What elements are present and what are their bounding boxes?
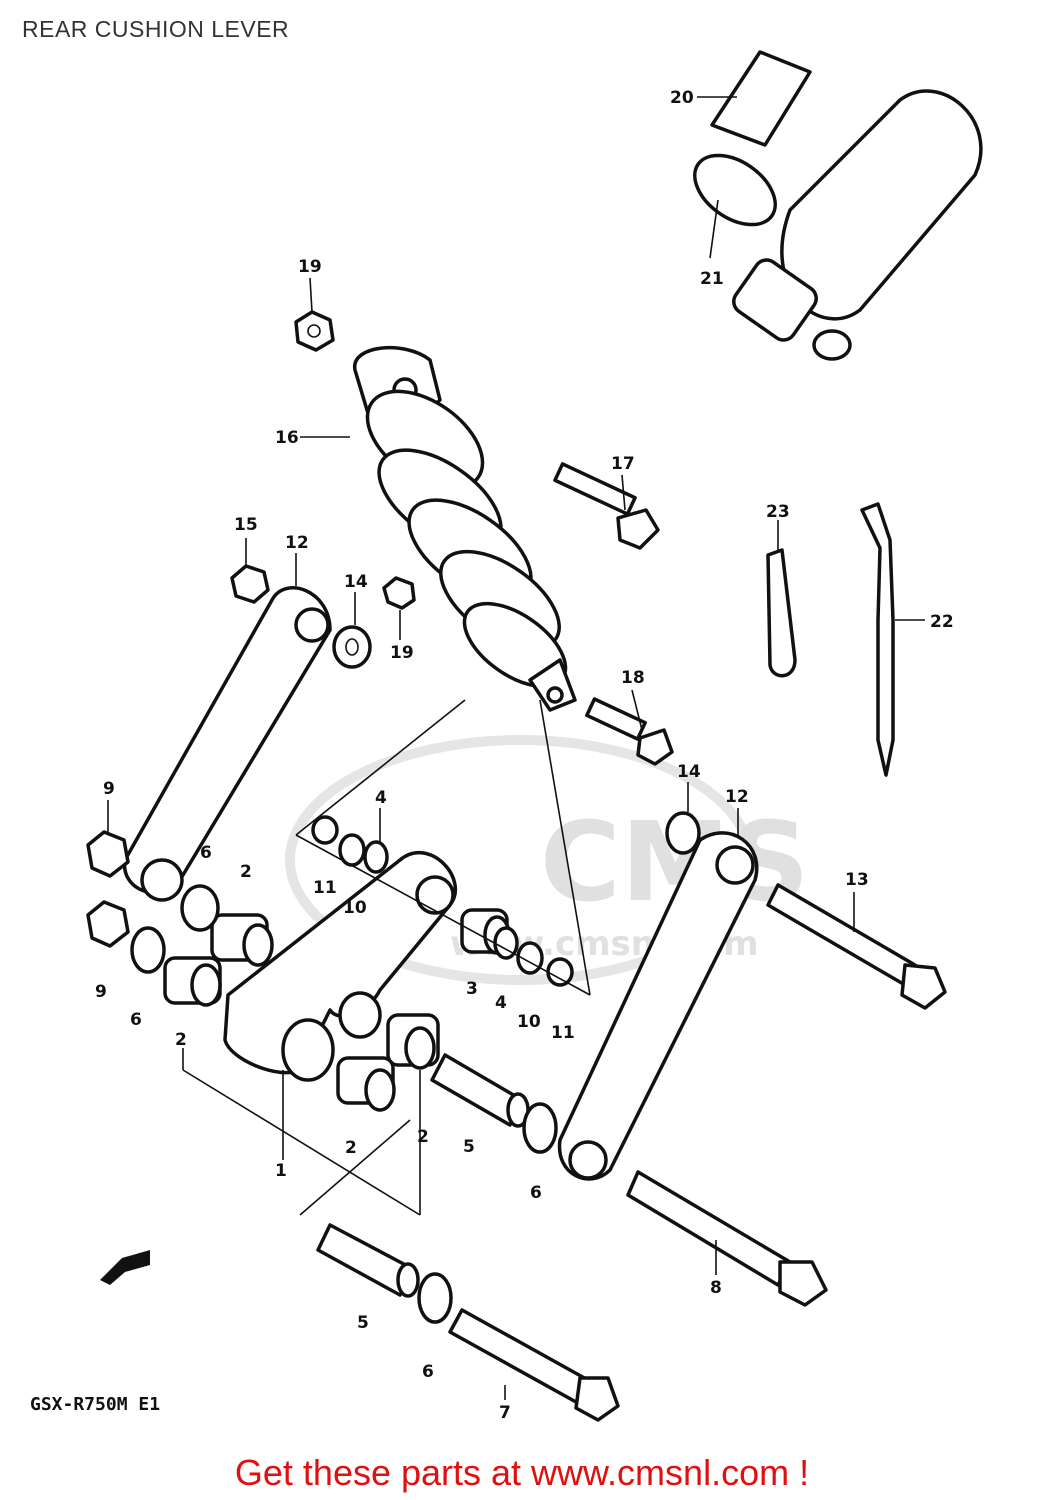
bolt-part-17	[553, 462, 660, 550]
callout-19-top: 19	[298, 257, 322, 277]
oring-part-4-a	[363, 840, 389, 874]
bearing-part-2-b	[163, 956, 222, 1007]
leader-lines	[107, 96, 925, 1400]
clip-part-23	[766, 548, 797, 678]
reservoir-part-21	[693, 89, 983, 361]
shock-absorber-part-16	[353, 346, 577, 712]
callout-15: 15	[234, 515, 258, 535]
callout-4-upper: 4	[375, 788, 387, 808]
callout-10-upper: 10	[343, 898, 367, 918]
nut-part-19-top	[294, 310, 335, 352]
callout-18: 18	[621, 668, 645, 688]
seal-part-11-a	[311, 815, 339, 845]
bearing-part-2-d	[336, 1056, 396, 1112]
bolt-part-8	[626, 1170, 828, 1307]
callout-6-a: 6	[200, 843, 212, 863]
callout-6-d: 6	[422, 1362, 434, 1382]
callout-16: 16	[275, 428, 299, 448]
bolt-part-18	[585, 697, 674, 766]
spacer-part-5-lower	[316, 1223, 420, 1298]
callout-5-lower: 5	[357, 1313, 369, 1333]
callout-11-lower: 11	[551, 1023, 575, 1043]
nut-part-19-mid	[382, 576, 416, 610]
spacer-part-5-upper	[430, 1053, 530, 1128]
nut-part-15	[230, 564, 270, 604]
callout-6-c: 6	[530, 1183, 542, 1203]
promo-link[interactable]: Get these parts at www.cmsnl.com !	[234, 1452, 810, 1493]
washer-part-14-left	[332, 625, 372, 669]
callout-2-b: 2	[175, 1030, 187, 1050]
rod-part-22	[860, 502, 895, 777]
callout-5-upper: 5	[463, 1137, 475, 1157]
callout-2-d: 2	[345, 1138, 357, 1158]
callout-7: 7	[499, 1403, 511, 1423]
bearing-part-2-c	[386, 1013, 440, 1070]
nut-part-9-lower	[86, 900, 130, 948]
model-code: GSX-R750M E1	[30, 1394, 160, 1415]
callout-6-b: 6	[130, 1010, 142, 1030]
callout-12-left: 12	[285, 533, 309, 553]
connecting-rod-part-12-left	[122, 586, 332, 902]
washer-part-6-b	[130, 926, 166, 974]
washer-part-14-right	[665, 811, 701, 855]
reservoir-hose	[371, 184, 742, 331]
callout-20: 20	[670, 88, 694, 108]
callout-19-mid: 19	[390, 643, 414, 663]
callout-3: 3	[466, 979, 478, 999]
bolt-part-7	[448, 1308, 620, 1422]
washer-part-6-a	[180, 884, 220, 932]
callout-10-lower: 10	[517, 1012, 541, 1032]
bearing-part-2-a	[210, 913, 274, 967]
callout-21: 21	[700, 269, 724, 289]
callout-9-upper: 9	[103, 779, 115, 799]
callout-23: 23	[766, 502, 790, 522]
washer-part-6-d	[417, 1272, 453, 1324]
seal-part-11-b	[546, 957, 574, 987]
cushion-lever-part-1	[223, 851, 458, 1082]
callout-12-right: 12	[725, 787, 749, 807]
callout-14-right: 14	[677, 762, 701, 782]
front-arrow-icon	[100, 1250, 150, 1285]
callout-labels: 20 21 19 16 17 23 22 15 12 14 19 18 14 1…	[95, 88, 954, 1423]
callout-11-upper: 11	[313, 878, 337, 898]
washer-part-6-c	[522, 1102, 558, 1154]
callout-8: 8	[710, 1278, 722, 1298]
callout-2-a: 2	[240, 862, 252, 882]
nut-part-9-upper	[86, 830, 130, 878]
bolt-part-13	[766, 883, 947, 1010]
reservoir-pad-part-20	[710, 50, 812, 147]
callout-4-lower: 4	[495, 993, 507, 1013]
callout-17: 17	[611, 454, 635, 474]
callout-9-lower: 9	[95, 982, 107, 1002]
callout-2-c: 2	[417, 1127, 429, 1147]
callout-22: 22	[930, 612, 954, 632]
callout-13: 13	[845, 870, 869, 890]
page-title: REAR CUSHION LEVER	[22, 16, 290, 42]
callout-14-left: 14	[344, 572, 368, 592]
callout-1: 1	[275, 1161, 287, 1181]
connecting-rod-part-12-right	[557, 831, 759, 1181]
